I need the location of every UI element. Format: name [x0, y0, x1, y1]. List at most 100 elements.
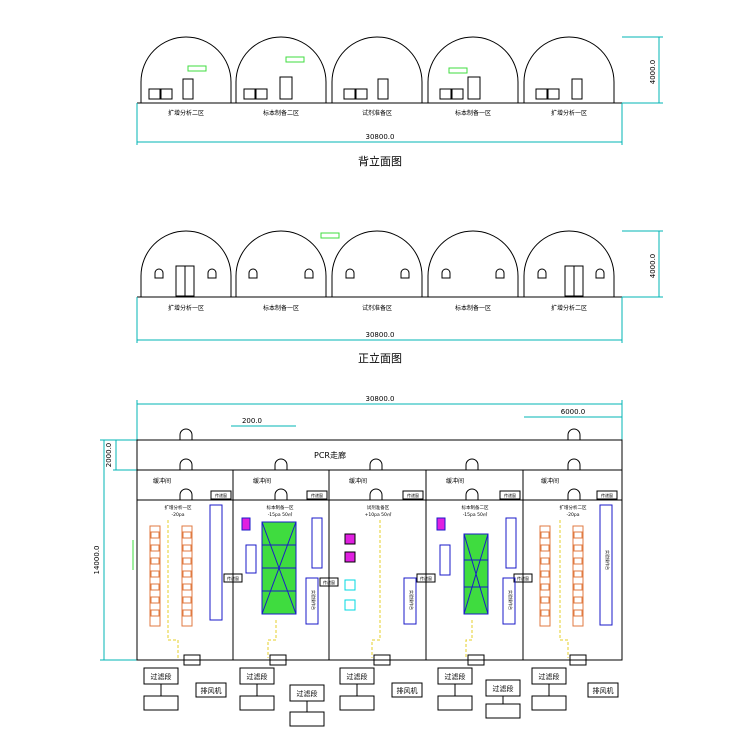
lab-bench: [599, 504, 613, 626]
front-window: [304, 268, 314, 279]
lab-bench: [209, 504, 223, 621]
pcr-instrument: [540, 531, 550, 539]
equipment-rack: [572, 525, 584, 627]
zone-name: 标本制备一区: [267, 504, 294, 511]
ahu-unit: [289, 711, 325, 727]
back-tag: [285, 56, 305, 63]
air-duct: [371, 520, 381, 658]
back-zone-label: 扩增分析二区: [168, 109, 204, 117]
door-swing: [274, 458, 288, 470]
equipment-rack: [149, 525, 161, 627]
pass-box: [596, 490, 618, 500]
pcr-instrument: [182, 609, 192, 617]
lab-bench: [502, 577, 516, 625]
zone-pressure: -20pa: [172, 512, 185, 518]
front-zone-label: 标本制备一区: [263, 304, 299, 312]
bench-label: 实验操作台: [508, 590, 514, 610]
pass-box-label: 传递窗: [323, 579, 335, 585]
back-ac-unit: [439, 88, 452, 100]
pass-box-label: 传递窗: [311, 492, 323, 498]
back-dome-1: [140, 36, 232, 103]
cyan-equipment: [344, 599, 356, 611]
plan-2000-dim: 2000.0: [105, 443, 113, 468]
exhaust-label: 排风机: [397, 686, 418, 695]
pass-box: [416, 573, 436, 583]
pcr-instrument: [540, 583, 550, 591]
zone-name: 扩增分析二区: [560, 504, 587, 511]
zone-pressure: +10pa 50㎡: [365, 511, 392, 518]
front-zone-label: 扩增分析二区: [551, 304, 587, 312]
equipment-rack: [539, 525, 551, 627]
pass-box-label: 传递窗: [407, 492, 419, 498]
front-dome-4: [427, 230, 519, 297]
pcr-instrument: [150, 583, 160, 591]
front-width-dim: 30800.0: [366, 331, 395, 339]
back-zone-label: 扩增分析一区: [551, 109, 587, 117]
pass-box: [499, 490, 521, 500]
cabinet-hatch: [261, 521, 297, 615]
pcr-instrument: [182, 557, 192, 565]
zone-name: 扩增分析一区: [165, 504, 192, 511]
front-zone-label: 试剂准备区: [362, 304, 392, 312]
pcr-instrument: [150, 557, 160, 565]
fan-unit: [569, 654, 587, 666]
pcr-instrument: [573, 570, 583, 578]
cabinet-hatch: [463, 533, 489, 615]
pass-box: [319, 577, 339, 587]
pcr-instrument: [182, 583, 192, 591]
buffer-label: 缓冲间: [541, 477, 559, 485]
corridor-door-swing: [179, 428, 193, 440]
pcr-instrument: [573, 609, 583, 617]
filter-label: 过滤段: [445, 672, 466, 681]
equipment-rack: [505, 517, 517, 569]
pcr-instrument: [573, 557, 583, 565]
door-swing: [465, 488, 479, 500]
exhaust-unit: [587, 682, 619, 698]
lab-bench: [305, 577, 319, 625]
pass-box-label: 传递窗: [215, 492, 227, 498]
back-ac-unit: [535, 88, 548, 100]
pcr-instrument: [182, 531, 192, 539]
fan-unit: [269, 654, 287, 666]
pass-box-label: 传递窗: [504, 492, 516, 498]
back-ac-unit: [148, 88, 161, 100]
exhaust-unit: [195, 682, 227, 698]
plan-200-dim: 200.0: [242, 417, 262, 425]
plan-6000-dim: 6000.0: [561, 408, 586, 416]
air-duct: [559, 520, 569, 658]
equipment-rack: [245, 544, 257, 574]
exhaust-label: 排风机: [593, 686, 614, 695]
pcr-instrument: [573, 531, 583, 539]
back-zone-label: 标本制备二区: [263, 109, 299, 117]
pcr-instrument: [182, 596, 192, 604]
front-zone-label: 扩增分析一区: [168, 304, 204, 312]
pass-box-label: 传递窗: [227, 575, 239, 581]
filter-label: 过滤段: [247, 672, 268, 681]
back-door: [182, 78, 194, 100]
pcr-instrument: [573, 583, 583, 591]
magenta-equipment: [241, 517, 251, 531]
back-elevation-caption: 背立面图: [358, 154, 402, 168]
equipment-rack: [181, 525, 193, 627]
front-window: [345, 268, 355, 279]
back-ac-unit: [243, 88, 256, 100]
front-window: [441, 268, 451, 279]
door-swing: [179, 488, 193, 500]
back-ac-unit: [160, 88, 173, 100]
door-swing: [369, 488, 383, 500]
plan-overall-dim: 30800.0: [366, 395, 395, 403]
door-swing: [465, 458, 479, 470]
pcr-instrument: [540, 570, 550, 578]
zone-name: 标本制备二区: [462, 504, 489, 511]
filter-label: 过滤段: [297, 689, 318, 698]
ahu-unit: [531, 695, 567, 711]
back-dome-2: [235, 36, 327, 103]
pass-box-label: 传递窗: [601, 492, 613, 498]
front-dome-2: [235, 230, 327, 297]
back-door: [279, 76, 293, 100]
buffer-label: 缓冲间: [446, 477, 464, 485]
floor-plan: 30800.0 200.0 6000.0 2000.0 14000.0 PCR走…: [93, 395, 623, 727]
front-dome-1: [140, 230, 232, 297]
magenta-equipment: [344, 551, 356, 563]
door-swing: [567, 458, 581, 470]
